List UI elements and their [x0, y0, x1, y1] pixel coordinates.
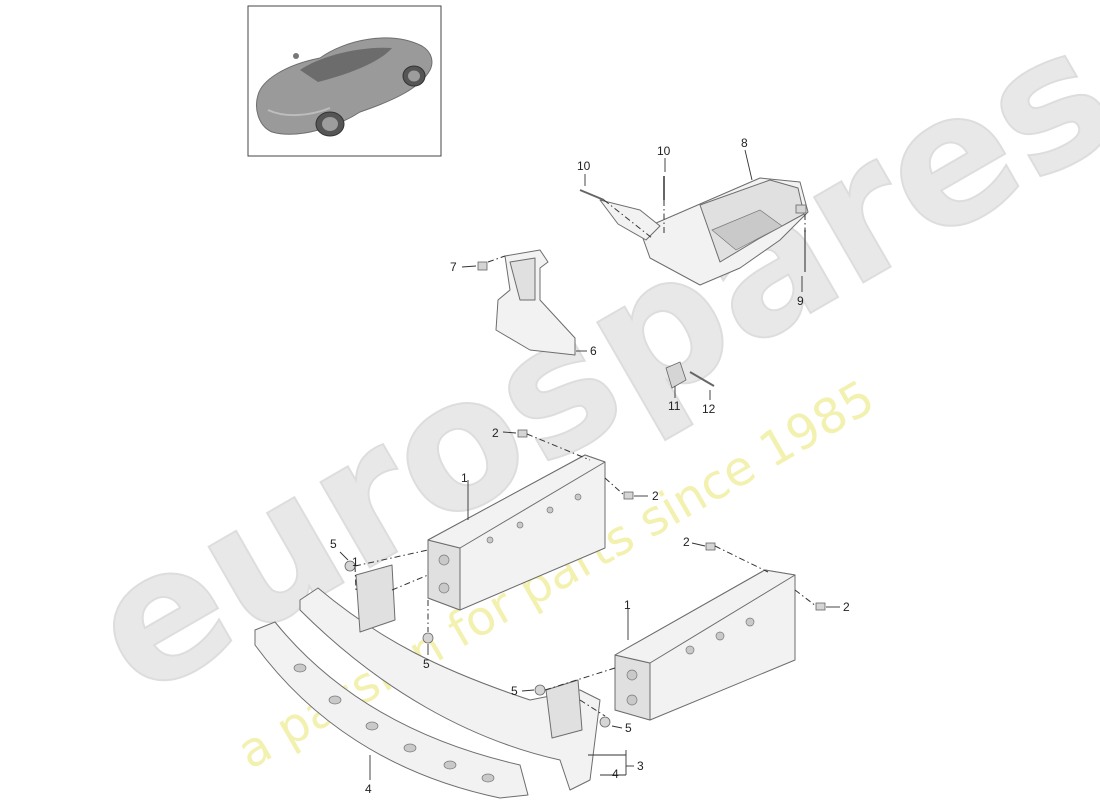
callout-1-right[interactable]: 1	[624, 598, 631, 612]
crash-box-lower-part-1[interactable]	[614, 569, 796, 721]
foam-absorber-part-4[interactable]	[254, 621, 529, 799]
callout-11[interactable]: 11	[668, 399, 681, 413]
callout-1-left[interactable]: 1	[461, 471, 468, 485]
callout-8[interactable]: 8	[741, 136, 748, 150]
assembly-lines	[354, 199, 817, 717]
fasteners	[344, 176, 826, 728]
callout-2-right-top[interactable]: 2	[683, 535, 690, 549]
cross-member-part-3[interactable]	[299, 564, 601, 791]
watermark: eurospares a passion for parts since 198…	[56, 0, 1100, 780]
crash-box-upper-part-1[interactable]	[427, 454, 606, 611]
callout-12[interactable]: 12	[702, 402, 716, 416]
callout-5-left-top[interactable]: 5	[330, 537, 337, 551]
callout-4-bottom[interactable]: 4	[365, 782, 372, 796]
leaders	[339, 149, 840, 780]
watermark-logo: eurospares	[57, 0, 1100, 737]
callout-7[interactable]: 7	[450, 260, 457, 274]
callout-6[interactable]: 6	[590, 344, 597, 358]
plate-part-6[interactable]	[495, 249, 576, 356]
callout-4-right[interactable]: 4	[612, 767, 619, 781]
callout-2-right[interactable]: 2	[843, 600, 850, 614]
callout-2-mid[interactable]: 2	[652, 489, 659, 503]
callout-10-right[interactable]: 10	[657, 144, 671, 158]
callout-9[interactable]: 9	[797, 294, 804, 308]
porsche-918-spyder-car-icon	[256, 37, 433, 137]
callout-5-left-bottom[interactable]: 5	[423, 657, 430, 671]
callout-3[interactable]: 3	[637, 759, 644, 773]
callouts: 1 1 1 2 2 2 2 3 4 4 5 5 5 5 6 7 8 9 10 1…	[330, 136, 850, 796]
callout-1-small[interactable]: 1	[352, 555, 359, 569]
callout-5-right[interactable]: 5	[625, 721, 632, 735]
callout-2-top[interactable]: 2	[492, 426, 499, 440]
buffer-part-11[interactable]	[665, 361, 687, 389]
callout-10-left[interactable]: 10	[577, 159, 591, 173]
callout-5-mid[interactable]: 5	[511, 684, 518, 698]
vehicle-thumbnail[interactable]	[247, 5, 442, 157]
